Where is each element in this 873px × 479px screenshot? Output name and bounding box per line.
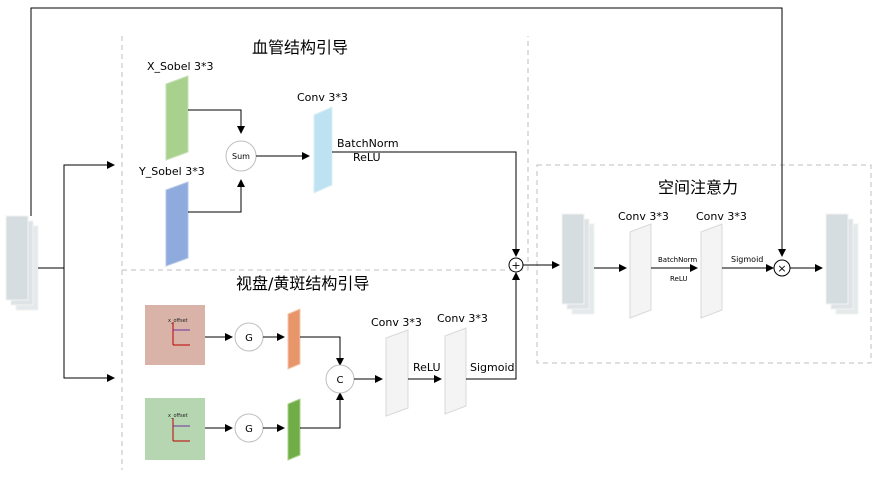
- ysobel-label: Y_Sobel 3*3: [138, 165, 205, 178]
- conv-vessel-label: Conv 3*3: [297, 91, 348, 104]
- conv-disc-1-block: [386, 330, 408, 416]
- sigmoid-sa-label: Sigmoid: [731, 255, 763, 264]
- conv-sa-1-block: [630, 224, 651, 318]
- xsobel-kernel: [166, 76, 188, 160]
- conv-disc-1-label: Conv 3*3: [371, 316, 422, 329]
- vessel-title: 血管结构引导: [252, 38, 348, 57]
- conv-vessel-block: [314, 107, 332, 193]
- xsobel-to-sum-line: [188, 110, 241, 133]
- input-feature-map: [6, 216, 38, 310]
- batchnorm-vessel-label: BatchNorm: [337, 137, 399, 150]
- g-label-top: G: [245, 333, 253, 344]
- relu-sa-label: ReLU: [670, 275, 688, 283]
- conv-disc-2-block: [445, 328, 466, 414]
- xsobel-label: X_Sobel 3*3: [147, 60, 214, 73]
- sigmoid-disc-label: Sigmoid: [470, 361, 515, 374]
- conv-sa-1-label: Conv 3*3: [618, 210, 669, 223]
- green-feature: [288, 399, 300, 460]
- ysobel-kernel: [166, 182, 188, 266]
- add-symbol: +: [511, 259, 520, 272]
- green-to-concat-line: [300, 393, 340, 428]
- thumbnail-top: x_offset: [145, 305, 205, 365]
- sum-label: Sum: [232, 152, 250, 161]
- orange-feature: [288, 309, 300, 369]
- multiply-symbol: ×: [777, 262, 786, 275]
- vessel-to-add-line: [332, 152, 516, 256]
- conv-disc-2-label: Conv 3*3: [437, 312, 488, 325]
- conv-sa-2-label: Conv 3*3: [696, 210, 747, 223]
- branch-line-lower: [64, 268, 114, 378]
- disc-title: 视盘/黄斑结构引导: [236, 274, 369, 293]
- orange-to-concat-line: [300, 337, 340, 365]
- skip-connection-line: [31, 8, 782, 256]
- relu-vessel-label: ReLU: [353, 151, 381, 164]
- ysobel-to-sum-line: [188, 180, 241, 212]
- concat-label: C: [337, 375, 344, 386]
- thumb-top-label: x_offset: [168, 318, 188, 324]
- relu-disc-label: ReLU: [413, 361, 441, 374]
- batchnorm-sa-label: BatchNorm: [658, 256, 697, 264]
- thumbnail-bottom: x_offset: [145, 398, 205, 460]
- conv-sa-2-block: [701, 224, 722, 318]
- fused-feature-map: [562, 214, 594, 314]
- thumb-bottom-label: x_offset: [168, 413, 188, 419]
- spatial-title: 空间注意力: [658, 178, 738, 197]
- branch-line: [38, 165, 114, 268]
- output-feature-map: [826, 214, 858, 314]
- g-label-bottom: G: [245, 424, 253, 435]
